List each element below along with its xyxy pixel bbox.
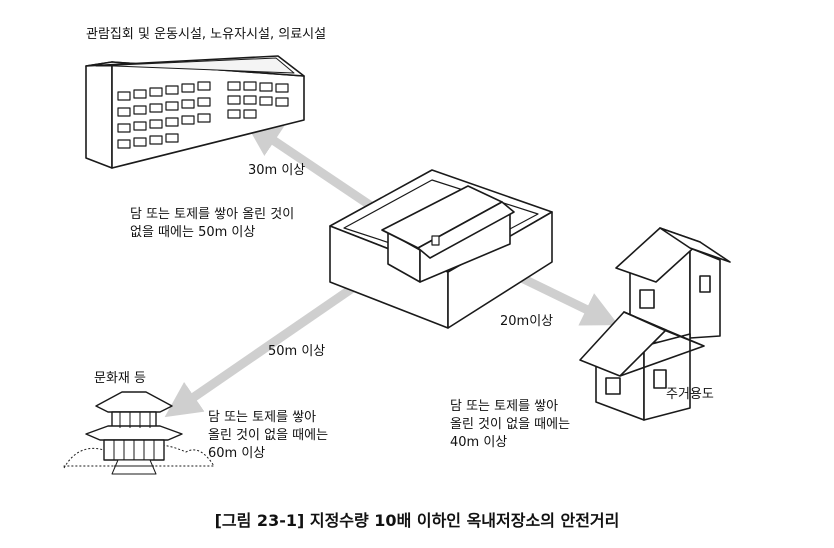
wall-note-residential: 담 또는 토제를 쌓아 올린 것이 없을 때에는 40m 이상	[450, 398, 570, 452]
residential-house-icon	[579, 227, 731, 421]
distance-label-heritage: 50m 이상	[268, 344, 326, 359]
wall-note-residential-line-1: 담 또는 토제를 쌓아	[450, 399, 559, 414]
wall-note-assembly: 담 또는 토제를 쌓아 올린 것이 없을 때에는 50m 이상	[130, 206, 294, 242]
wall-note-residential-line-2: 올린 것이 없을 때에는	[450, 417, 571, 432]
heritage-pagoda-icon	[63, 391, 215, 475]
distance-label-residential: 20m이상	[500, 314, 554, 329]
wall-note-residential-line-3: 40m 이상	[450, 435, 508, 450]
wall-note-heritage-line-1: 담 또는 토제를 쌓아	[208, 410, 317, 425]
figure-caption: [그림 23-1] 지정수량 10배 이하인 옥내저장소의 안전거리	[214, 511, 620, 530]
assembly-building-icon	[85, 55, 305, 169]
wall-note-heritage-line-2: 올린 것이 없을 때에는	[208, 428, 329, 443]
distance-label-assembly: 30m 이상	[248, 163, 306, 178]
wall-note-heritage: 담 또는 토제를 쌓아 올린 것이 없을 때에는 60m 이상	[208, 409, 328, 463]
wall-note-assembly-line-2: 없을 때에는 50m 이상	[130, 225, 256, 240]
residential-label: 주거용도	[666, 387, 714, 402]
wall-note-heritage-line-3: 60m 이상	[208, 446, 266, 461]
heritage-label: 문화재 등	[94, 371, 146, 386]
indoor-storage-icon	[329, 169, 553, 329]
assembly-label: 관람집회 및 운동시설, 노유자시설, 의료시설	[86, 27, 327, 42]
wall-note-assembly-line-1: 담 또는 토제를 쌓아 올린 것이	[130, 207, 295, 222]
